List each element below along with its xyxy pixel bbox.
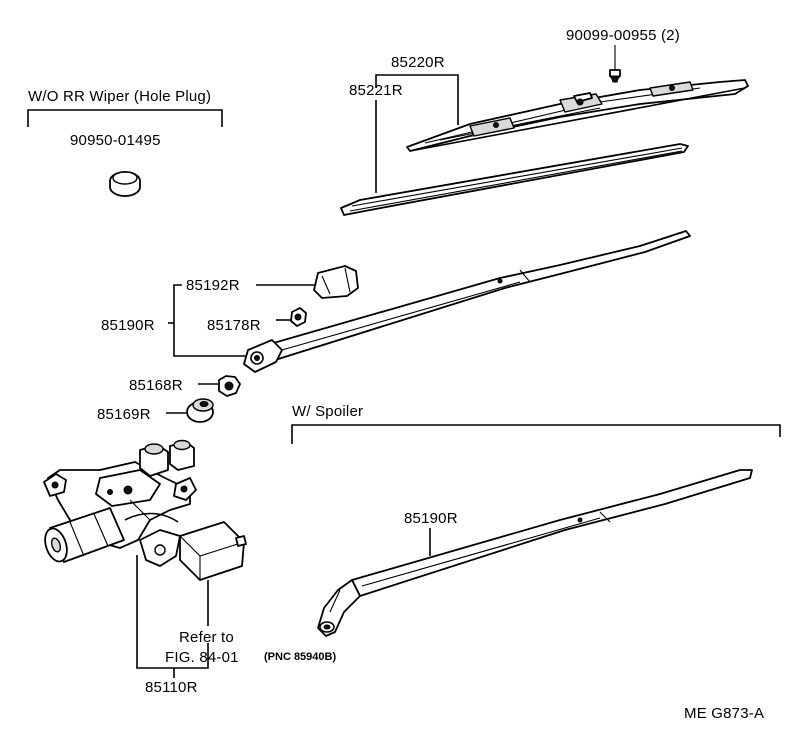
- label-refer-line1: Refer to: [179, 629, 234, 646]
- label-diagram-code: ME G873-A: [684, 705, 764, 722]
- leader-arm: [173, 284, 247, 357]
- label-bolt-part: 90099-00955 (2): [566, 27, 680, 44]
- screw-icon: [609, 69, 621, 83]
- pivot-nut-icon: [218, 375, 241, 397]
- bracket-hole-plug: [27, 109, 223, 127]
- label-spoiler-heading: W/ Spoiler: [292, 403, 363, 420]
- bracket-motor: [136, 555, 209, 669]
- label-refer-line2: FIG. 84-01: [165, 649, 239, 666]
- label-spoiler-arm-part: 85190R: [404, 510, 458, 527]
- wiper-motor-icon: [43, 439, 197, 567]
- label-pivot-nut-part: 85168R: [129, 377, 183, 394]
- label-grommet-part: 85169R: [97, 406, 151, 423]
- relay-icon: [179, 521, 247, 581]
- leader-blade: [375, 74, 459, 125]
- bracket-spoiler: [291, 424, 781, 444]
- wiper-arm-icon: [243, 230, 691, 373]
- spoiler-wiper-arm-icon: [317, 469, 753, 637]
- grommet-icon: [186, 398, 214, 423]
- hole-plug-icon: [109, 171, 141, 197]
- wiper-blade-icon: [406, 79, 749, 152]
- label-hole-plug-heading: W/O RR Wiper (Hole Plug): [28, 88, 211, 105]
- label-refer-pnc: (PNC 85940B): [264, 651, 336, 663]
- label-arm-part: 85190R: [101, 317, 155, 334]
- label-cap-part: 85192R: [186, 277, 240, 294]
- nut-icon: [290, 307, 307, 327]
- label-blade-part: 85220R: [391, 54, 445, 71]
- blade-refill-icon: [340, 143, 689, 216]
- arm-cap-icon: [313, 265, 359, 299]
- label-motor-part: 85110R: [145, 679, 198, 696]
- label-hole-plug-part: 90950-01495: [70, 132, 161, 149]
- label-refill-part: 85221R: [349, 82, 403, 99]
- label-arm-nut-part: 85178R: [207, 317, 261, 334]
